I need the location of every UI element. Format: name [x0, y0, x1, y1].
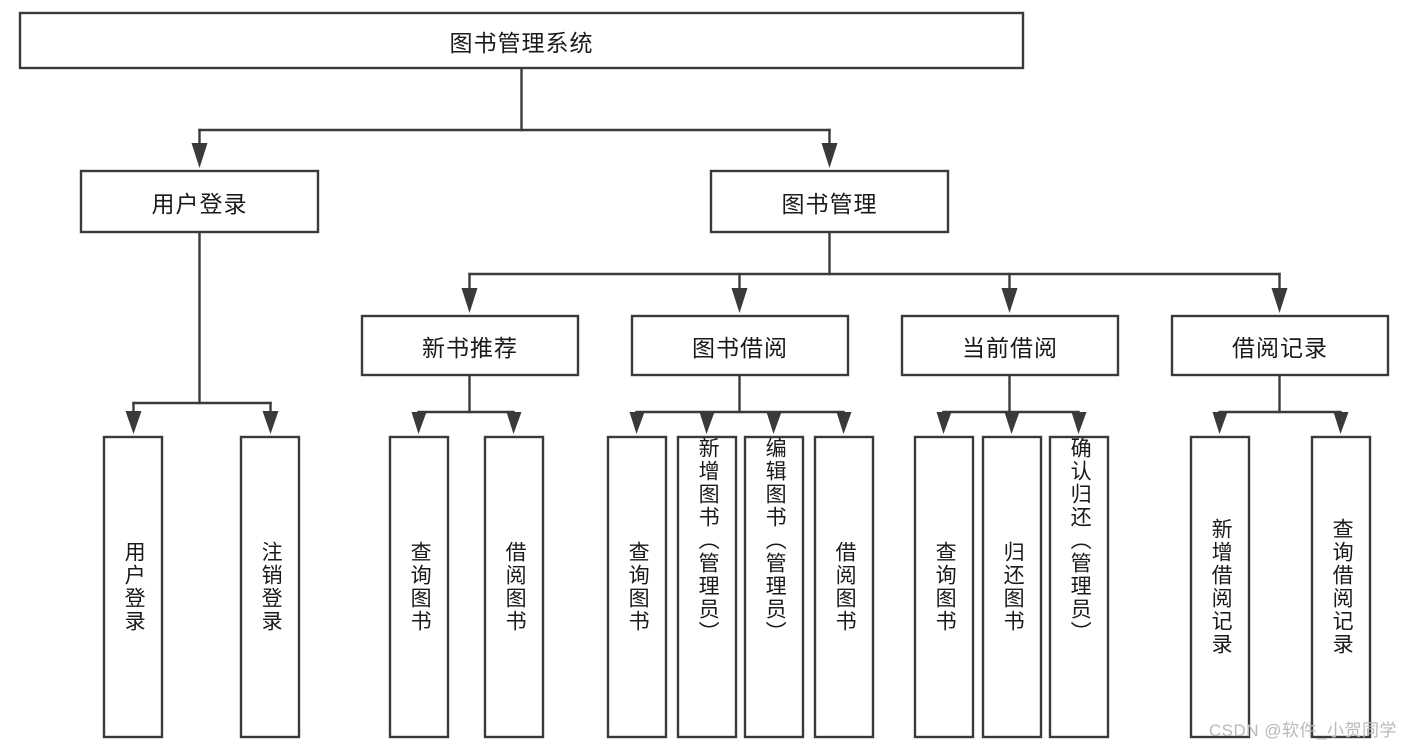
- connector-group-borrow-record: [1212, 373, 1349, 434]
- arrowhead-leaf-return-book: [1004, 412, 1020, 434]
- node-box-leaf-logout[interactable]: [239, 435, 301, 739]
- node-box-user-login[interactable]: [79, 169, 320, 234]
- arrowhead-leaf-edit-book-admin: [766, 412, 782, 434]
- arrowhead-current-borrow: [1001, 288, 1018, 313]
- node-box-borrow-record[interactable]: [1170, 314, 1390, 377]
- node-box-leaf-query-book-new[interactable]: [388, 435, 450, 739]
- arrowhead-leaf-borrow-book-new: [506, 412, 522, 434]
- arrowhead-borrow-record: [1271, 288, 1288, 313]
- arrowhead-leaf-query-book-current: [936, 412, 952, 434]
- node-box-leaf-query-book-borrow[interactable]: [606, 435, 668, 739]
- node-box-leaf-borrow-book[interactable]: [813, 435, 875, 739]
- connector-group-book-borrow: [629, 373, 852, 434]
- node-box-leaf-edit-book-admin[interactable]: [743, 435, 805, 739]
- arrowhead-leaf-add-borrow-record: [1212, 412, 1228, 434]
- node-box-leaf-confirm-return-admin[interactable]: [1048, 435, 1110, 739]
- node-box-leaf-query-book-current[interactable]: [913, 435, 975, 739]
- arrowhead-book-borrow: [731, 288, 748, 313]
- arrowhead-leaf-borrow-book: [836, 412, 852, 434]
- node-box-leaf-return-book[interactable]: [981, 435, 1043, 739]
- arrowhead-leaf-query-book-borrow: [629, 412, 645, 434]
- node-box-leaf-user-login[interactable]: [102, 435, 164, 739]
- watermark-text: CSDN @软件_小贺同学: [1208, 721, 1397, 740]
- arrowhead-leaf-user-login: [125, 411, 142, 434]
- arrowhead-leaf-add-book-admin: [699, 412, 715, 434]
- node-box-book-borrow[interactable]: [630, 314, 850, 377]
- node-box-leaf-query-borrow-record[interactable]: [1310, 435, 1372, 739]
- arrowhead-leaf-query-borrow-record: [1333, 412, 1349, 434]
- connector-group-book-manage: [461, 230, 1288, 313]
- node-box-new-book-recommend[interactable]: [360, 314, 580, 377]
- arrowhead-book-manage: [821, 143, 838, 168]
- arrowhead-user-login: [191, 143, 208, 168]
- arrowhead-leaf-confirm-return-admin: [1071, 412, 1087, 434]
- arrowhead-leaf-logout: [262, 411, 279, 434]
- node-box-leaf-add-book-admin[interactable]: [676, 435, 738, 739]
- arrowhead-new-book-recommend: [461, 288, 478, 313]
- node-box-current-borrow[interactable]: [900, 314, 1120, 377]
- node-box-book-manage[interactable]: [709, 169, 950, 234]
- arrowhead-leaf-query-book-new: [411, 412, 427, 434]
- connector-group-current-borrow: [936, 373, 1087, 434]
- node-box-leaf-borrow-book-new[interactable]: [483, 435, 545, 739]
- connector-group-root: [191, 66, 838, 168]
- connector-group-new-book-recommend: [411, 373, 522, 434]
- connector-group-user-login: [125, 230, 279, 434]
- node-box-root[interactable]: [18, 11, 1025, 70]
- node-box-leaf-add-borrow-record[interactable]: [1189, 435, 1251, 739]
